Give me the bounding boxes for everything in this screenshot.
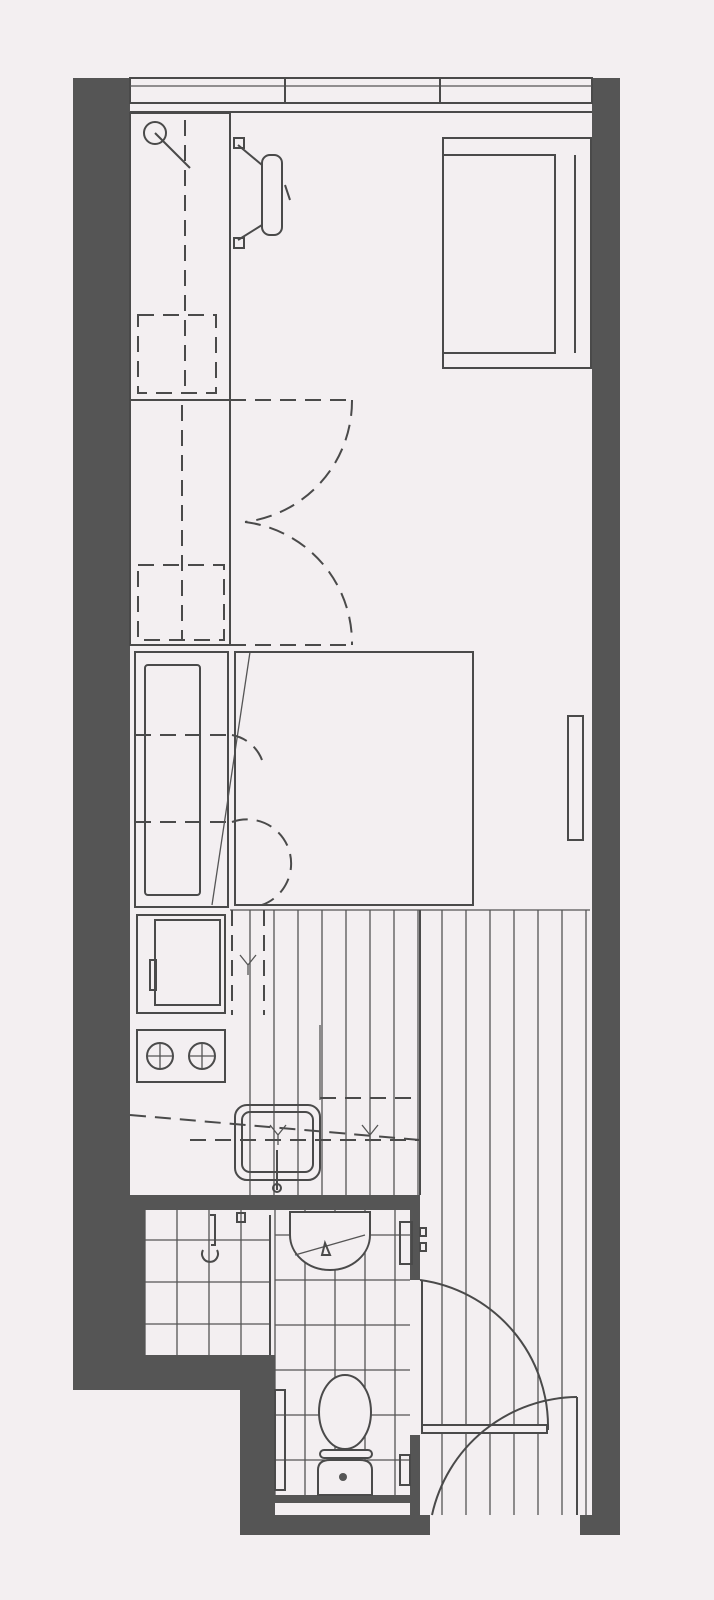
desk-chair: [233, 137, 291, 249]
kitchen-sink: [234, 1104, 379, 1193]
shower-left-wall: [130, 1195, 145, 1390]
bathroom-bottom-inner-wall: [275, 1495, 415, 1503]
shower: [144, 1210, 271, 1355]
hob: [136, 1029, 226, 1083]
fridge: [136, 910, 265, 1015]
right-wall: [592, 78, 620, 1535]
bed: [231, 651, 474, 906]
kitchen-counter: [129, 910, 421, 1195]
bottom-wall: [240, 1515, 430, 1535]
toilet: [317, 1374, 373, 1496]
sofa: [442, 137, 592, 369]
floor-boards: [230, 909, 590, 1515]
bench: [134, 651, 251, 908]
window: [129, 77, 593, 113]
bathroom-right-wall-lower: [410, 1435, 420, 1520]
washroom: [274, 1210, 427, 1496]
bathroom-left-wall: [240, 1380, 275, 1535]
washbasin: [289, 1211, 371, 1271]
wardrobe: [129, 399, 354, 646]
radiator: [567, 715, 584, 841]
left-wall: [73, 78, 130, 1390]
towel-rail: [399, 1221, 427, 1265]
entrance-door[interactable]: [419, 1279, 578, 1516]
lamp-icon: [143, 121, 167, 145]
bathroom-top-wall: [130, 1195, 420, 1210]
desk: [129, 112, 231, 401]
walls: [73, 78, 620, 1535]
bathroom-right-wall-upper: [410, 1195, 420, 1280]
bottom-right-wall: [580, 1515, 620, 1535]
